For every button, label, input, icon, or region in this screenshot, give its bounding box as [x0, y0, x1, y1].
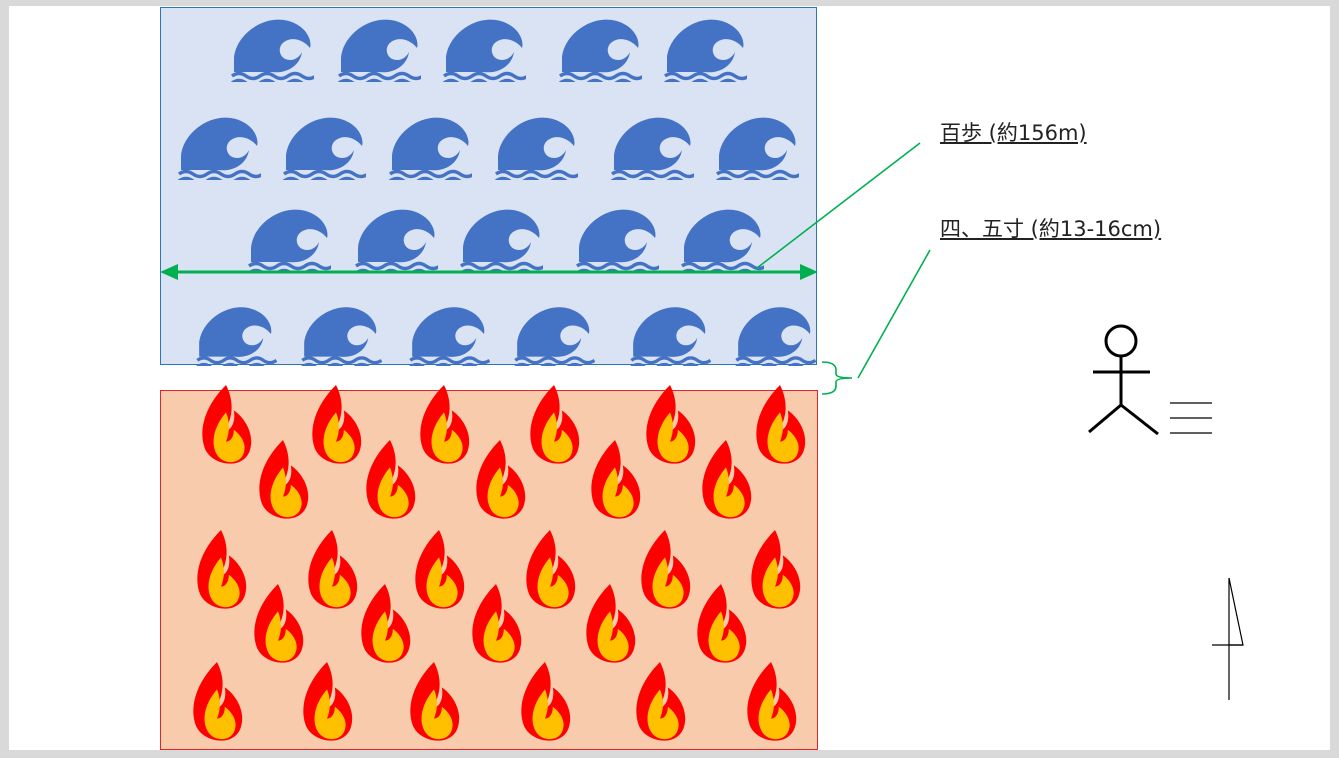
flame-icon: [521, 661, 571, 741]
wave-icons: [177, 17, 816, 366]
wave-icon: [282, 115, 366, 180]
wave-icon: [715, 115, 799, 180]
flame-icon: [410, 661, 460, 741]
flame-icon: [303, 661, 353, 741]
flame-icon: [254, 583, 304, 663]
width-leader-line: [756, 142, 921, 269]
gap-label: 四、五寸 (約13-16cm): [940, 217, 1162, 241]
flame-icon: [636, 661, 686, 741]
arrowhead-right-icon: [800, 264, 818, 280]
width-label: 百歩 (約156m): [940, 121, 1087, 145]
flame-icon: [415, 529, 465, 609]
wave-icon: [575, 207, 659, 272]
wave-icon: [230, 17, 314, 82]
wave-icon: [494, 115, 578, 180]
flame-icon: [193, 661, 243, 741]
flame-icon: [747, 661, 797, 741]
flame-icon: [472, 583, 522, 663]
north-arrow-icon: [1212, 577, 1244, 700]
wave-icon: [337, 17, 421, 82]
wave-icon: [629, 305, 711, 366]
wave-icon: [459, 207, 543, 272]
width-arrow: [160, 264, 818, 280]
wave-icon: [680, 207, 764, 272]
flame-icon: [366, 439, 416, 519]
flame-icon: [641, 529, 691, 609]
flame-icon: [591, 439, 641, 519]
stick-figure-icon: [1088, 324, 1159, 436]
wave-icon: [247, 207, 331, 272]
flame-icon: [697, 583, 747, 663]
flame-icon: [197, 529, 247, 609]
flame-icon: [361, 583, 411, 663]
flame-icon: [420, 384, 470, 464]
flame-icon: [312, 384, 362, 464]
wave-icon: [663, 17, 747, 82]
brace-icon: [821, 361, 853, 395]
wave-icon: [300, 305, 382, 366]
flame-icon: [308, 529, 358, 609]
wave-icon: [513, 305, 595, 366]
wave-icon: [408, 305, 490, 366]
flame-icon: [586, 583, 636, 663]
wave-icon: [388, 115, 472, 180]
flame-icon: [202, 384, 252, 464]
wave-icon: [442, 17, 526, 82]
flame-icon: [646, 384, 696, 464]
fire-zone: [160, 390, 818, 750]
gap-leader-line: [857, 249, 931, 379]
wave-icon: [610, 115, 694, 180]
flame-icons: [193, 384, 806, 741]
flame-icon: [259, 439, 309, 519]
flame-icon: [530, 384, 580, 464]
wave-icon: [177, 115, 261, 180]
wave-icon: [734, 305, 816, 366]
flame-icon: [476, 439, 526, 519]
arrowhead-left-icon: [160, 264, 178, 280]
wave-icon: [354, 207, 438, 272]
flame-icon: [702, 439, 752, 519]
flame-icon: [756, 384, 806, 464]
wave-icon: [195, 305, 277, 366]
speed-lines-icon: [1170, 402, 1212, 434]
flame-icon: [751, 529, 801, 609]
flame-icon: [526, 529, 576, 609]
wave-icon: [558, 17, 642, 82]
